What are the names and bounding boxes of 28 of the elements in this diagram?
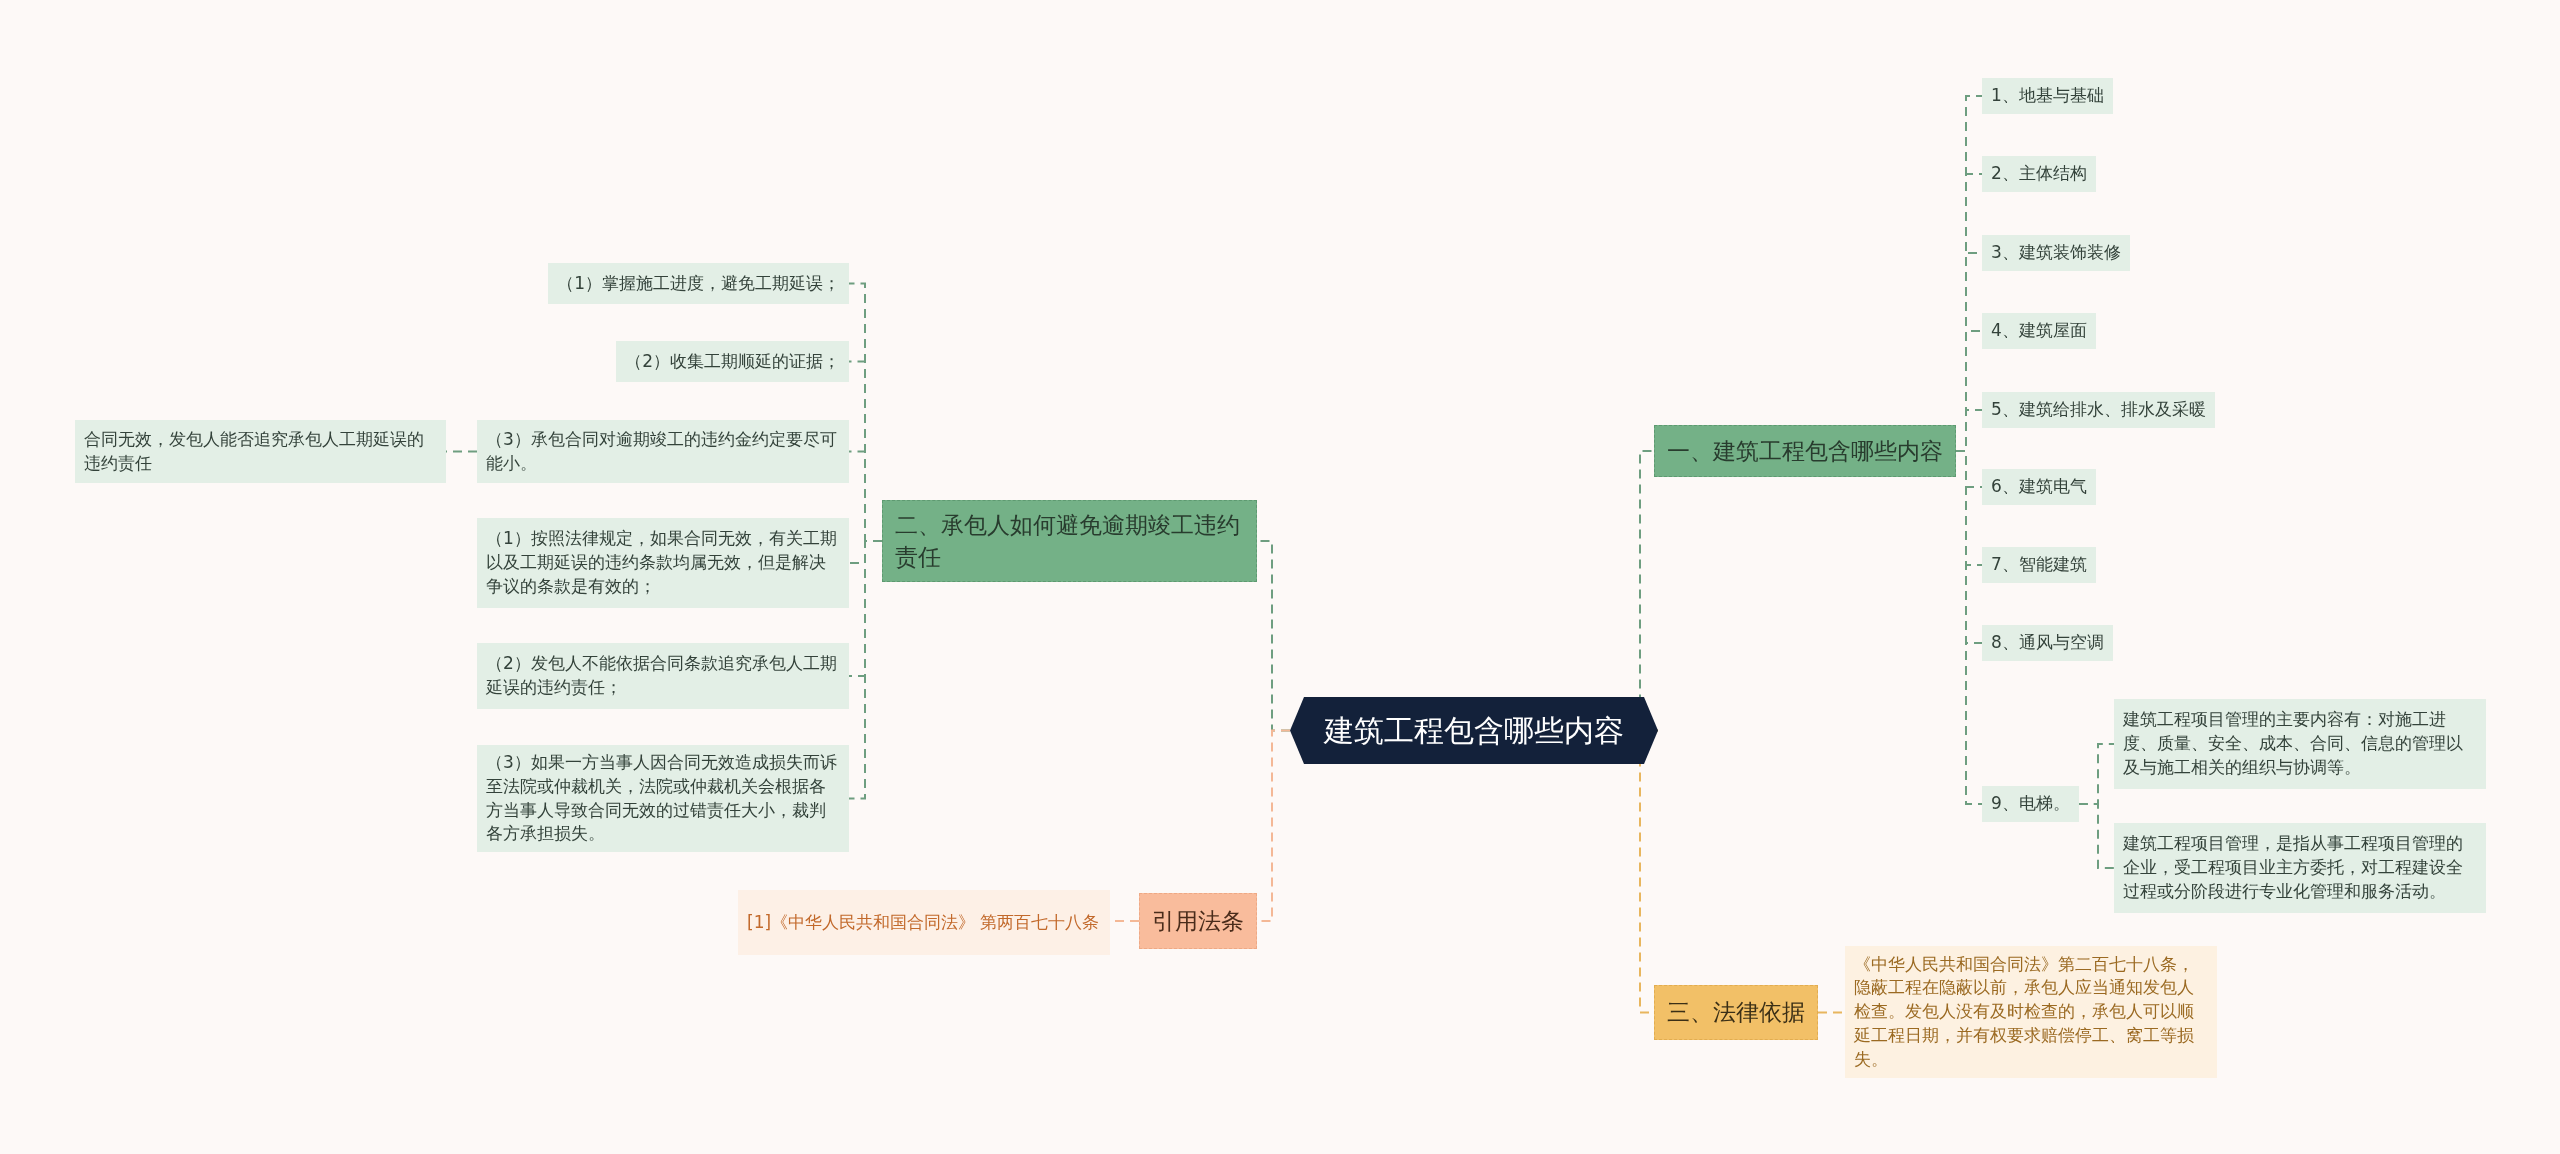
branch-topic: 引用法条	[1139, 893, 1257, 949]
topic-box: 2、主体结构	[1982, 156, 2096, 192]
topic-box: 建筑工程项目管理的主要内容有：对施工进度、质量、安全、成本、合同、信息的管理以及与施工相关的组织与协调等。	[2114, 699, 2486, 789]
topic-box: （1）掌握施工进度，避免工期延误；	[548, 263, 849, 304]
topic-box: （2）发包人不能依据合同条款追究承包人工期延误的违约责任；	[477, 643, 849, 709]
topic-box: （1）按照法律规定，如果合同无效，有关工期以及工期延误的违约条款均属无效，但是解决争议的条款是有效的；	[477, 518, 849, 608]
topic-box: 3、建筑装饰装修	[1982, 235, 2130, 271]
topic-box: [1]《中华人民共和国合同法》 第两百七十八条	[738, 890, 1110, 955]
topic-box: （3）如果一方当事人因合同无效造成损失而诉至法院或仲裁机关，法院或仲裁机关会根据各方当事人导致合同无效的过错责任大小，裁判各方承担损失。	[477, 745, 849, 852]
branch-topic: 二、承包人如何避免逾期竣工违约责任	[882, 500, 1257, 582]
connector-line	[848, 540, 883, 800]
topic-box: 建筑工程项目管理，是指从事工程项目管理的企业，受工程项目业主方委托，对工程建设全过程或分阶段进行专业化管理和服务活动。	[2114, 823, 2486, 913]
connector-line	[1955, 450, 1983, 805]
connector-line	[2077, 803, 2115, 869]
branch-topic: 一、建筑工程包含哪些内容	[1654, 425, 1956, 477]
topic-box: 9、电梯。	[1982, 786, 2079, 822]
central-topic: 建筑工程包含哪些内容	[1290, 697, 1658, 764]
topic-box: （3）承包合同对逾期竣工的违约金约定要尽可能小。	[477, 420, 849, 483]
branch-topic: 三、法律依据	[1654, 985, 1818, 1040]
topic-box: （2）收集工期顺延的证据；	[616, 341, 849, 382]
topic-box: 5、建筑给排水、排水及采暖	[1982, 392, 2215, 428]
topic-box: 合同无效，发包人能否追究承包人工期延误的违约责任	[75, 420, 446, 483]
topic-box: 《中华人民共和国合同法》第二百七十八条，隐蔽工程在隐蔽以前，承包人应当通知发包人检查。发包人没有及时检查的，承包人可以顺延工程日期，并有权要求赔偿停工、窝工等损失。	[1845, 946, 2217, 1078]
topic-box: 1、地基与基础	[1982, 78, 2113, 114]
topic-box: 8、通风与空调	[1982, 625, 2113, 661]
topic-box: 6、建筑电气	[1982, 469, 2096, 505]
topic-box: 7、智能建筑	[1982, 547, 2096, 583]
topic-box: 4、建筑屋面	[1982, 313, 2096, 349]
